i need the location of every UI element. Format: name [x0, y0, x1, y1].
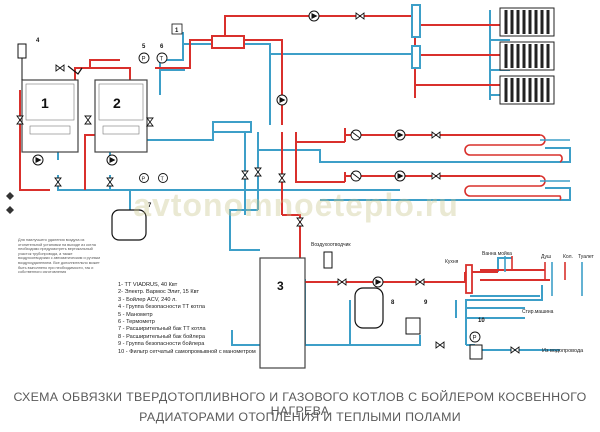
legend-item: 4 - Группа безопасности ТТ котла [118, 304, 205, 311]
boiler-2: 2 [94, 79, 148, 153]
legend-item: 10 - Фильтр сетчатый самопромывной с ман… [118, 348, 256, 355]
svg-text:1: 1 [175, 28, 179, 34]
thermometer-icon [158, 173, 168, 183]
boiler-1-number: 1 [41, 95, 49, 111]
mixing-valve-icon [350, 129, 362, 182]
svg-text:Ванна мойка: Ванна мойка [482, 250, 512, 257]
svg-text:Кухня: Кухня [445, 259, 459, 265]
pump-icon [32, 154, 44, 166]
radiator-2 [499, 41, 555, 71]
svg-text:P: P [473, 336, 477, 342]
air-vent: Воздухоотводчик [311, 242, 351, 269]
pump-icon [372, 276, 384, 288]
caption-line-2: РАДИАТОРАМИ ОТОПЛЕНИЯ И ТЕПЛЫМИ ПОЛАМИ [139, 410, 461, 424]
legend-item: 3 - Бойлер ACV, 240 л. [118, 296, 177, 303]
svg-text:T: T [161, 177, 165, 183]
legend-item: 1- ТТ VIADRUS, 40 Квт [118, 282, 178, 288]
radiator-piping [414, 10, 510, 100]
manometer-icon [138, 52, 150, 64]
svg-text:T: T [160, 57, 164, 63]
boiler-3: 3 [259, 257, 306, 369]
pump-icon [308, 10, 320, 22]
wall-marks [6, 192, 14, 214]
svg-text:5: 5 [142, 44, 146, 50]
watermark: avtonomnoeteplo.ru [133, 187, 459, 223]
air-vent-box [171, 23, 183, 35]
svg-text:8: 8 [391, 300, 395, 306]
gauges-5-6: P T 5 6 [138, 44, 168, 64]
expansion-tank-8: 8 [354, 287, 395, 329]
svg-text:Из водопровода: Из водопровода [542, 348, 584, 354]
pump-icon [276, 94, 288, 106]
boiler-2-number: 2 [113, 95, 121, 111]
svg-text:P: P [142, 177, 146, 183]
svg-text:3: 3 [277, 279, 284, 293]
svg-text:Туалет: Туалет [578, 254, 595, 260]
boiler-1: 1 [21, 79, 79, 153]
legend-item: 6 - Термометр [118, 319, 155, 326]
safety-group-4: 4 [17, 38, 40, 80]
consumer-drops [504, 256, 583, 296]
svg-text:Стир.машина: Стир.машина [522, 309, 554, 315]
pump-icon [394, 129, 406, 141]
legend-item: 7 - Расширительный бак ТТ котла [118, 326, 206, 333]
legend-item: 5 - Манометр [118, 311, 153, 318]
expansion-tank-7: 7 [111, 203, 152, 241]
caption-line-1: СХЕМА ОБВЯЗКИ ТВЕРДОТОПЛИВНОГО И ГАЗОВОГ… [13, 390, 587, 418]
manometer-icon [469, 331, 481, 343]
radiator-1 [499, 7, 555, 37]
svg-text:10: 10 [478, 318, 485, 324]
floor-loop-1 [440, 134, 570, 163]
radiator-3 [499, 75, 555, 105]
legend: 1- ТТ VIADRUS, 40 Квт 2- Электр. Вармос … [118, 282, 288, 356]
legend-item: 9 - Группа безопасности бойлера [118, 341, 205, 348]
pump-icon [394, 170, 406, 182]
legend-item: 8 - Расширительный бак бойлера [118, 333, 205, 340]
consumer-labels: Ванна мойка Кухня Душ Кол. Туалет Стир.м… [445, 250, 595, 354]
svg-text:9: 9 [424, 300, 428, 306]
filter-10: P 10 [469, 318, 485, 360]
legend-item: 2- Электр. Вармос Элит, 15 Квт [118, 289, 200, 296]
manometer-icon [139, 173, 149, 183]
label-4: 4 [36, 38, 40, 44]
svg-text:Кол.: Кол. [563, 254, 573, 260]
svg-text:P: P [142, 57, 146, 63]
pump-icon [106, 154, 118, 166]
svg-text:6: 6 [160, 44, 164, 50]
manifolds [211, 4, 473, 294]
thermometer-icon [156, 52, 168, 64]
floor-loop-2 [440, 175, 570, 201]
svg-text:7: 7 [148, 203, 152, 209]
air-vent-label: Воздухоотводчик [311, 242, 351, 248]
note-text: Для наилучшего удаления воздуха из отопи… [18, 238, 101, 275]
gauges-return: P T [139, 173, 168, 183]
safety-group-9: 9 [405, 300, 428, 335]
filter-icon [67, 65, 83, 75]
svg-text:Душ: Душ [541, 254, 551, 260]
